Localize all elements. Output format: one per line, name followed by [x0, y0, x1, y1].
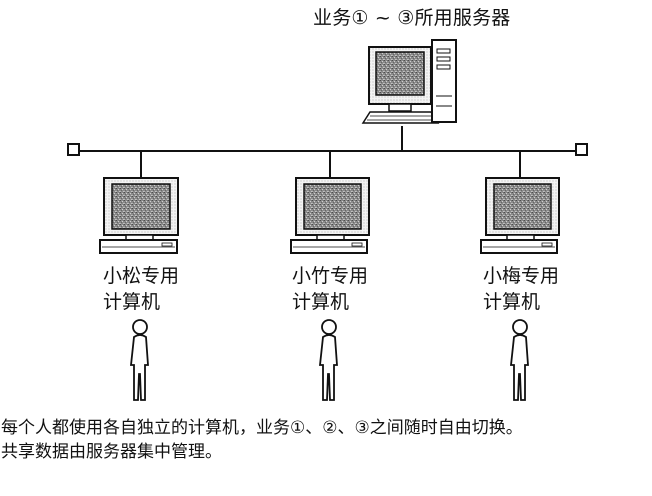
workstation-type-1: 计算机 [103, 291, 161, 313]
person-icon-2 [318, 319, 338, 401]
workstation-type-3: 计算机 [483, 291, 541, 313]
caption-line-2: 共享数据由服务器集中管理。 [1, 442, 222, 462]
workstation-type-2: 计算机 [292, 291, 350, 313]
workstation-label-1: 小松专用 计算机 [103, 263, 179, 315]
person-icon-3 [509, 319, 529, 401]
person-icon-1 [129, 319, 149, 401]
workstation-name-1: 小松专用 [103, 265, 180, 287]
network-bus [67, 126, 588, 178]
caption-line-1: 每个人都使用各自独立的计算机，业务①、②、③之间随时自由切换。 [1, 418, 523, 438]
server-computer-icon [361, 39, 457, 124]
workstation-name-2: 小竹专用 [292, 265, 369, 287]
server-label: 业务① ~ ③所用服务器 [313, 7, 511, 29]
desktop-computer-icon-3 [480, 177, 560, 254]
desktop-computer-icon-1 [99, 177, 179, 254]
workstation-label-2: 小竹专用 计算机 [292, 263, 368, 315]
network-terminator-right [575, 143, 588, 156]
desktop-computer-icon-2 [290, 177, 370, 254]
workstation-name-3: 小梅专用 [483, 265, 560, 287]
network-terminator-left [67, 143, 80, 156]
workstation-label-3: 小梅专用 计算机 [483, 263, 559, 315]
